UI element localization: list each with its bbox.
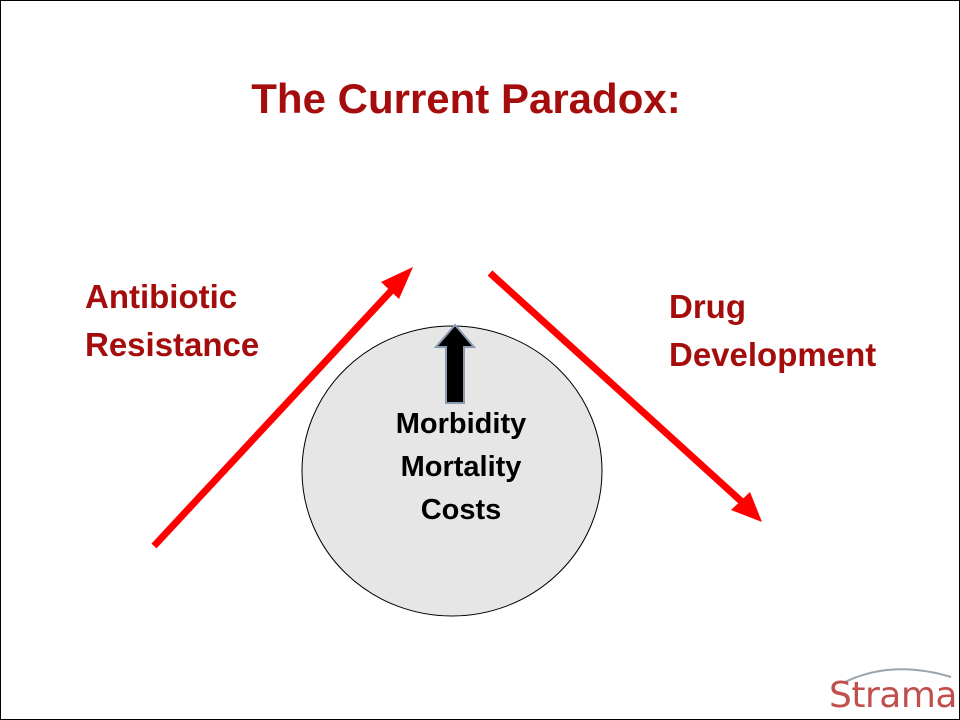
right-label-line-1: Drug bbox=[669, 288, 746, 325]
impact-item-costs: Costs bbox=[420, 494, 502, 526]
arrow-down-right-icon bbox=[487, 270, 762, 522]
logo-text: Strama bbox=[829, 675, 957, 716]
arrow-up-right-icon bbox=[151, 267, 413, 549]
left-label-line-2: Resistance bbox=[85, 326, 260, 363]
impact-list: Morbidity Mortality Costs bbox=[341, 403, 581, 532]
drug-development-label: Drug Development bbox=[669, 283, 876, 379]
impact-circle bbox=[301, 325, 603, 617]
logo-swoosh-icon bbox=[842, 668, 952, 684]
slide-title: The Current Paradox: bbox=[251, 75, 681, 122]
arrow-up-icon bbox=[433, 323, 477, 404]
right-label-line-2: Development bbox=[669, 336, 877, 373]
impact-item-mortality: Mortality bbox=[400, 451, 522, 483]
left-label-line-1: Antibiotic bbox=[85, 278, 238, 315]
impact-item-morbidity: Morbidity bbox=[395, 408, 527, 440]
antibiotic-resistance-label: Antibiotic Resistance bbox=[85, 273, 259, 369]
strama-logo: Strama bbox=[821, 661, 959, 719]
